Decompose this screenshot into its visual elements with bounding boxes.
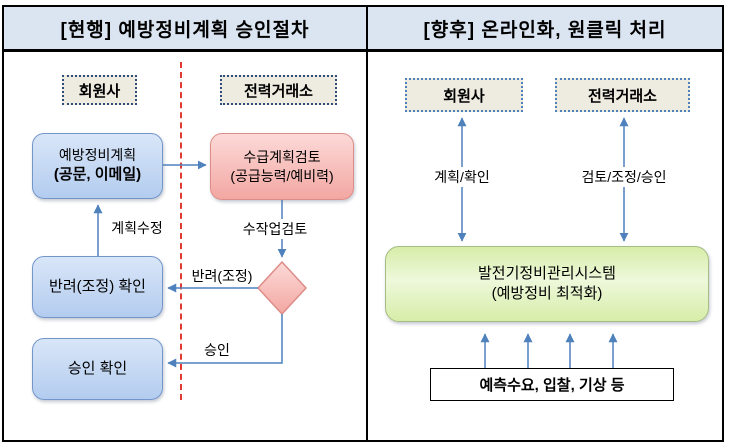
- body-row: 회원사 전력거래소 예방정비계획 (공문, 이메일) 수급계획검토 (공급능력/…: [4, 52, 722, 440]
- system-box-line2: (예방정비 최적화): [491, 285, 603, 302]
- approve-confirm-box: 승인 확인: [32, 338, 163, 400]
- demand-review-box: 수급계획검토 (공급능력/예비력): [210, 133, 354, 200]
- actor-box-member-future: 회원사: [405, 78, 523, 112]
- future-process-panel: 회원사 전력거래소 계획/확인 검토/조정/승인 발전기정비관리시스템 (예방정…: [368, 52, 722, 440]
- label-member-flow: 계획/확인: [431, 167, 493, 187]
- left-panel-title: [현행] 예방정비계획 승인절차: [4, 7, 368, 49]
- right-panel-title: [향후] 온라인화, 원클릭 처리: [368, 7, 722, 49]
- current-procedure-panel: 회원사 전력거래소 예방정비계획 (공문, 이메일) 수급계획검토 (공급능력/…: [4, 52, 368, 440]
- lane-divider-red-dashed: [180, 62, 182, 400]
- review-box-line1: 수급계획검토: [243, 148, 321, 165]
- plan-box-line2: (공문, 이메일): [53, 166, 142, 184]
- label-reject: 반려(조정): [191, 268, 253, 284]
- header-row: [현행] 예방정비계획 승인절차 [향후] 온라인화, 원클릭 처리: [4, 7, 722, 52]
- inputs-box: 예측수요, 입찰, 기상 등: [430, 368, 674, 401]
- arrow-approve-to-confirm: [167, 314, 283, 368]
- actor-box-kpx-current: 전력거래소: [220, 75, 337, 105]
- review-box-line2: (공급능력/예비력): [230, 167, 334, 184]
- actor-box-member-current: 회원사: [62, 75, 137, 105]
- actor-box-kpx-future: 전력거래소: [555, 78, 690, 112]
- reject-confirm-box: 반려(조정) 확인: [32, 256, 163, 318]
- system-box-line1: 발전기정비관리시스템: [477, 264, 616, 282]
- label-plan-revise: 계획수정: [111, 220, 163, 236]
- plan-box-line1: 예방정비계획: [58, 147, 137, 164]
- label-approve: 승인: [204, 342, 230, 358]
- label-manual-review: 수작업검토: [239, 219, 311, 239]
- current-flow-arrows: [93, 160, 308, 368]
- decision-diamond: [256, 260, 308, 316]
- system-box: 발전기정비관리시스템 (예방정비 최적화): [385, 246, 709, 322]
- plan-box: 예방정비계획 (공문, 이메일): [32, 133, 163, 199]
- label-kpx-flow: 검토/조정/승인: [578, 167, 670, 187]
- comparison-table: [현행] 예방정비계획 승인절차 [향후] 온라인화, 원클릭 처리: [2, 5, 724, 442]
